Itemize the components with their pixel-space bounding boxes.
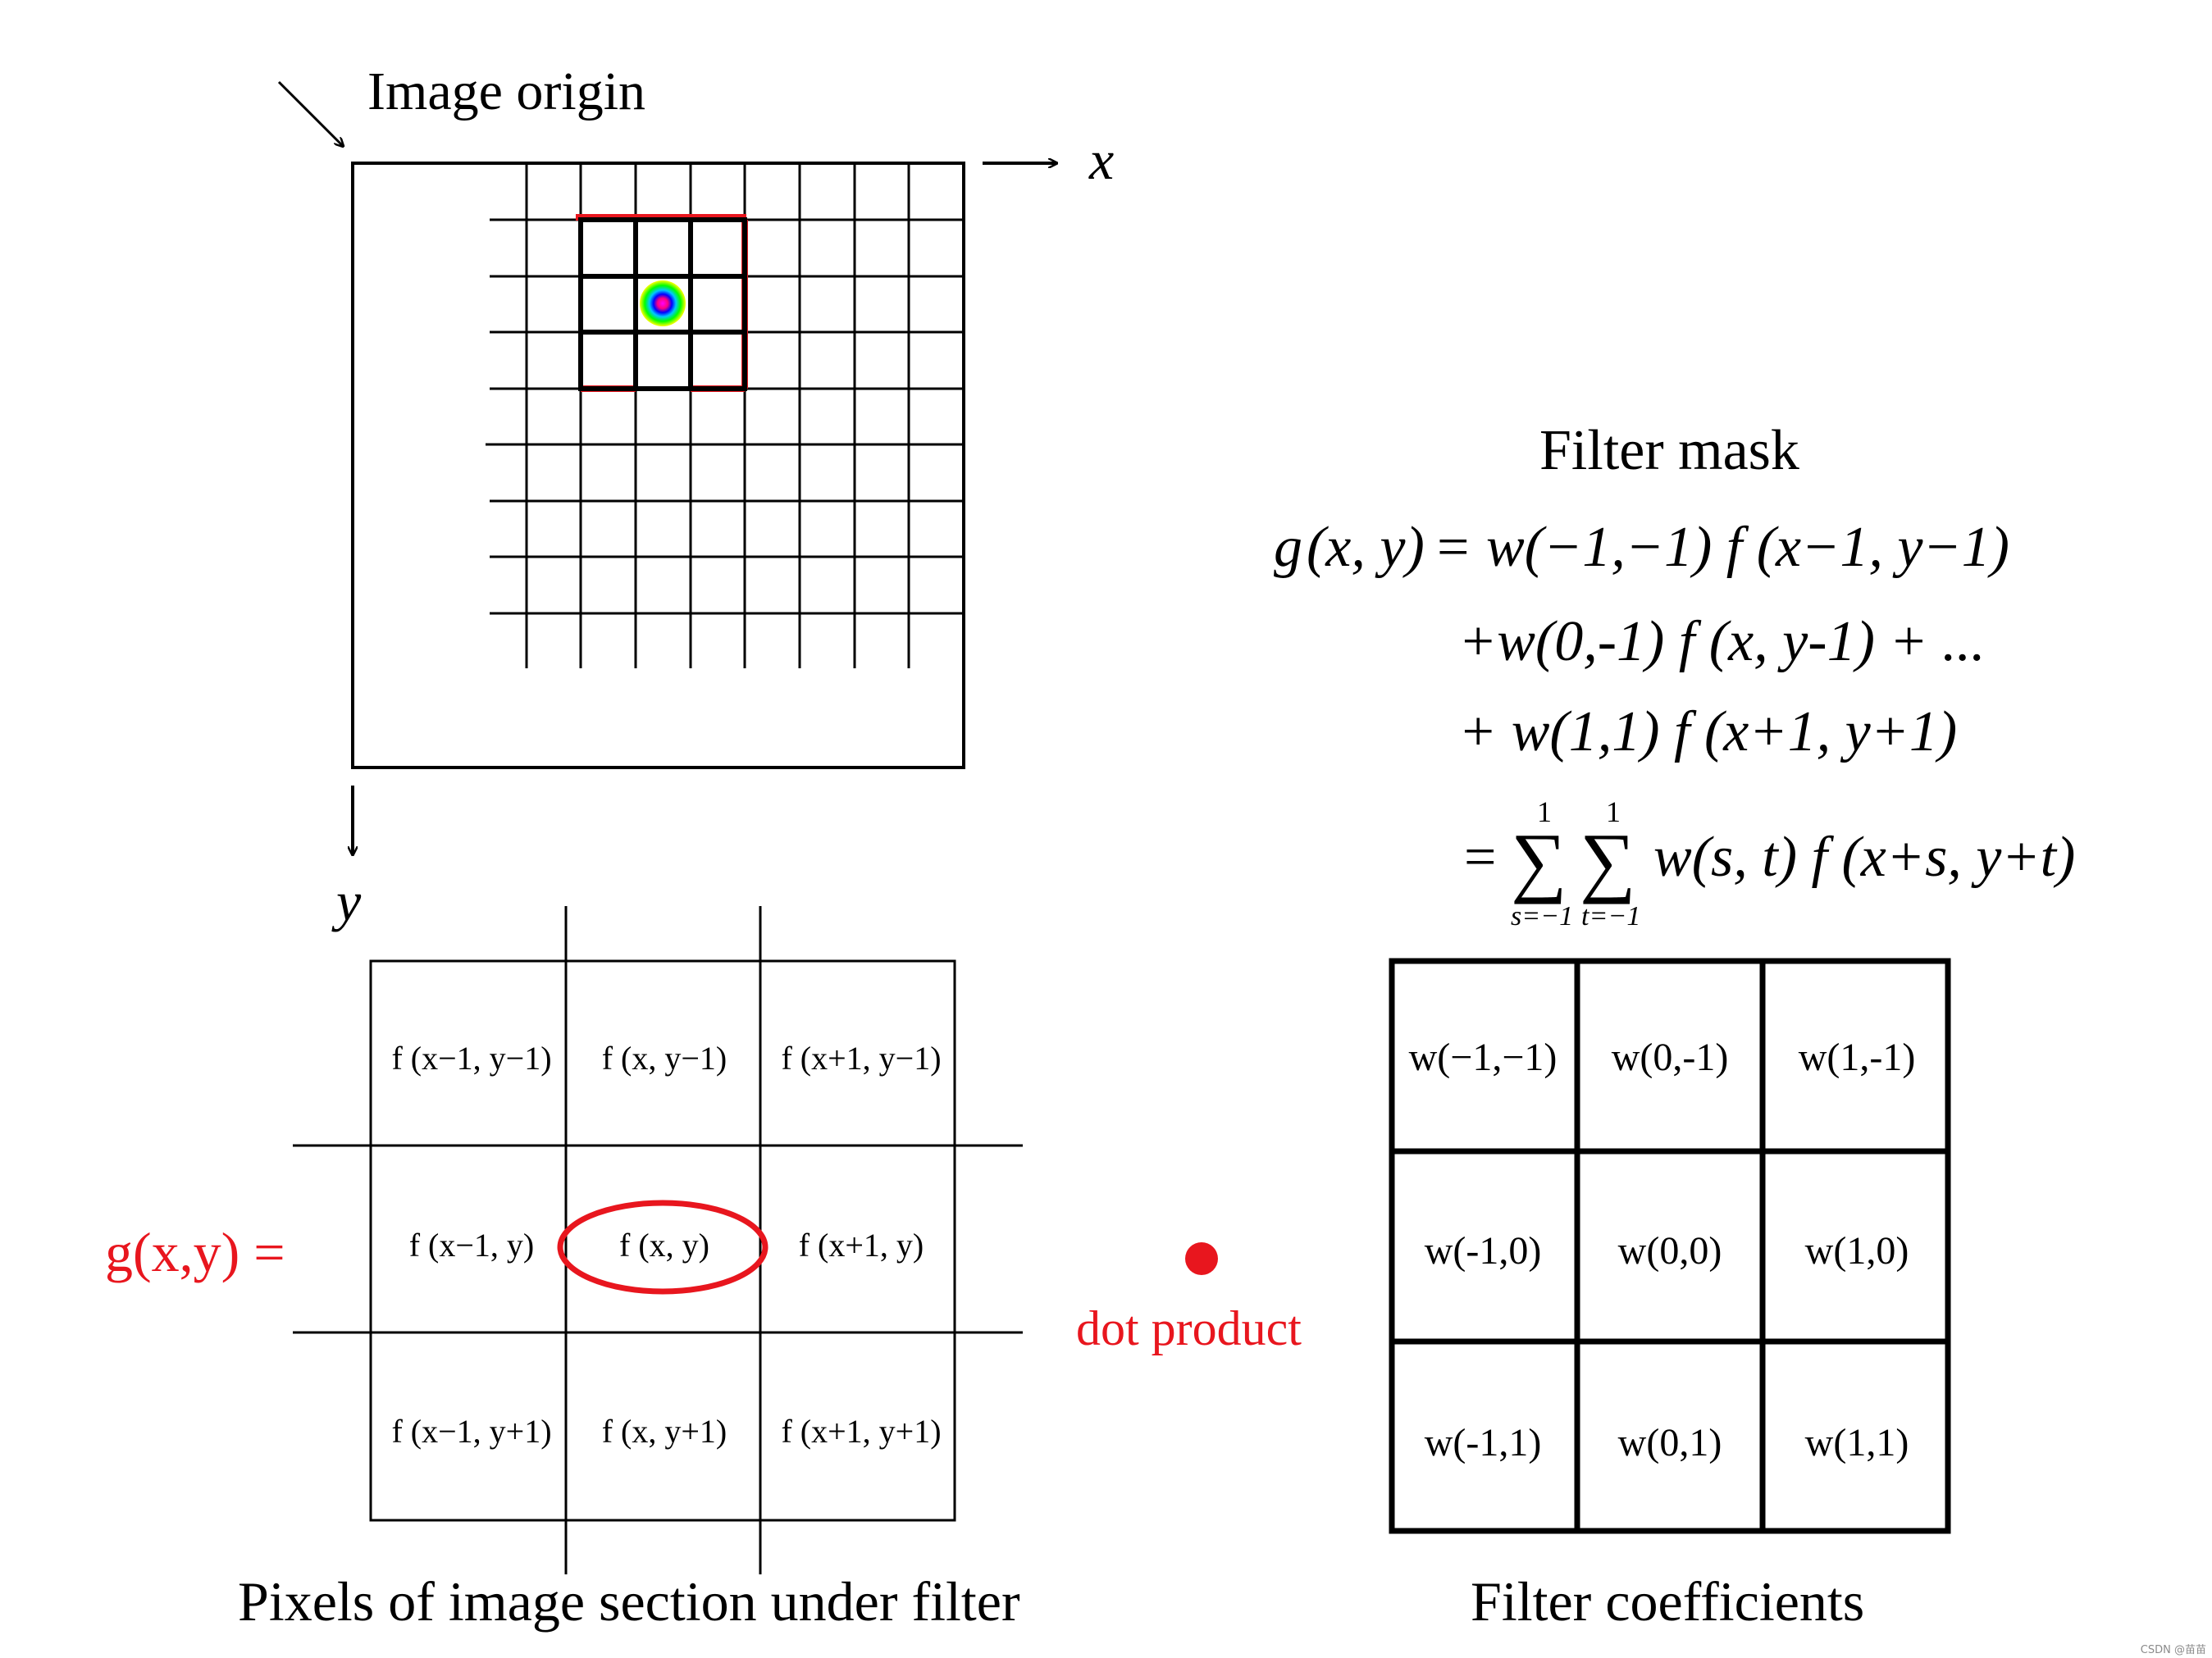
sum-symbol-t: ∑ <box>1580 817 1635 904</box>
pixel-grid <box>486 163 964 668</box>
x-axis-label: x <box>1088 129 1114 191</box>
coeff-cell-2-2: w(1,1) <box>1805 1421 1909 1464</box>
equation-sum-body: w(s, t) f (x+s, y+t) <box>1653 826 2075 889</box>
equation-lhs-symbol: g <box>1274 516 1302 579</box>
center-pixel-dot <box>640 280 686 326</box>
equation-term-1: w(−1,−1) f (x−1, y−1) <box>1486 516 2009 579</box>
coeff-cell-0-1: w(0,-1) <box>1612 1036 1729 1079</box>
coeff-cell-0-0: w(−1,−1) <box>1409 1036 1558 1079</box>
coeff-cell-2-1: w(0,1) <box>1618 1421 1722 1464</box>
image-frame <box>351 162 965 769</box>
coeff-caption: Filter coefficients <box>1471 1570 1864 1633</box>
pixel-cell-1-0: f (x−1, y) <box>409 1227 535 1264</box>
sum-lower-t: t=−1 <box>1581 901 1640 931</box>
coeff-cell-1-2: w(1,0) <box>1805 1229 1909 1273</box>
coeff-cell-0-2: w(1,-1) <box>1799 1036 1916 1079</box>
sum-upper-t: 1 <box>1606 795 1621 828</box>
coeff-cells: w(−1,−1) w(0,-1) w(1,-1) w(-1,0) w(0,0) w(1,0… <box>1409 1036 1916 1464</box>
pixel-cell-2-2: f (x+1, y+1) <box>781 1413 941 1450</box>
equation-equals-2: = <box>1464 826 1496 889</box>
pixel-cell-1-2: f (x+1, y) <box>799 1227 924 1264</box>
equation-lhs-args: (x, y) <box>1307 516 1425 579</box>
equation: g (x, y) = w(−1,−1) f (x−1, y−1) +w(0,-1… <box>1274 516 2075 931</box>
sum-symbol-s: ∑ <box>1511 817 1567 904</box>
g-xy-label: g(x,y) = <box>105 1221 285 1283</box>
pixel-cell-0-2: f (x+1, y−1) <box>781 1040 941 1077</box>
sum-lower-s: s=−1 <box>1511 901 1573 931</box>
pixel-cell-2-1: f (x, y+1) <box>602 1413 727 1450</box>
coeff-table-frame <box>1389 958 1951 1534</box>
filter-window <box>576 214 748 392</box>
pixels-caption: Pixels of image section under filter <box>238 1570 1020 1633</box>
coeff-cell-2-0: w(-1,1) <box>1425 1421 1542 1464</box>
coeff-cell-1-1: w(0,0) <box>1618 1229 1722 1273</box>
equation-equals-1: = <box>1437 516 1469 579</box>
watermark: CSDN @苗苗 <box>2141 1644 2206 1656</box>
pixel-cell-0-1: f (x, y−1) <box>602 1040 727 1077</box>
pixel-cell-2-0: f (x−1, y+1) <box>391 1413 551 1450</box>
sum-upper-s: 1 <box>1537 795 1552 828</box>
equation-term-2: +w(0,-1) f (x, y-1) + ... <box>1458 610 1986 673</box>
pixel-cell-0-0: f (x−1, y−1) <box>391 1040 551 1077</box>
image-origin-arrow <box>277 80 343 146</box>
pixel-cell-1-1: f (x, y) <box>619 1227 709 1264</box>
dot-product-label: dot product <box>1076 1301 1302 1355</box>
image-origin-label: Image origin <box>367 61 645 121</box>
coeff-cell-1-0: w(-1,0) <box>1425 1229 1542 1273</box>
center-pixel-highlight <box>557 1200 768 1295</box>
equation-term-3: + w(1,1) f (x+1, y+1) <box>1458 700 1957 763</box>
dot-product-symbol <box>1185 1242 1218 1275</box>
filter-mask-title: Filter mask <box>1539 419 1799 482</box>
pixel-cells: f (x−1, y−1) f (x, y−1) f (x+1, y−1) f (x−1… <box>391 1040 941 1450</box>
y-axis-label: y <box>331 870 362 932</box>
pixel-table-frame <box>293 906 1023 1574</box>
